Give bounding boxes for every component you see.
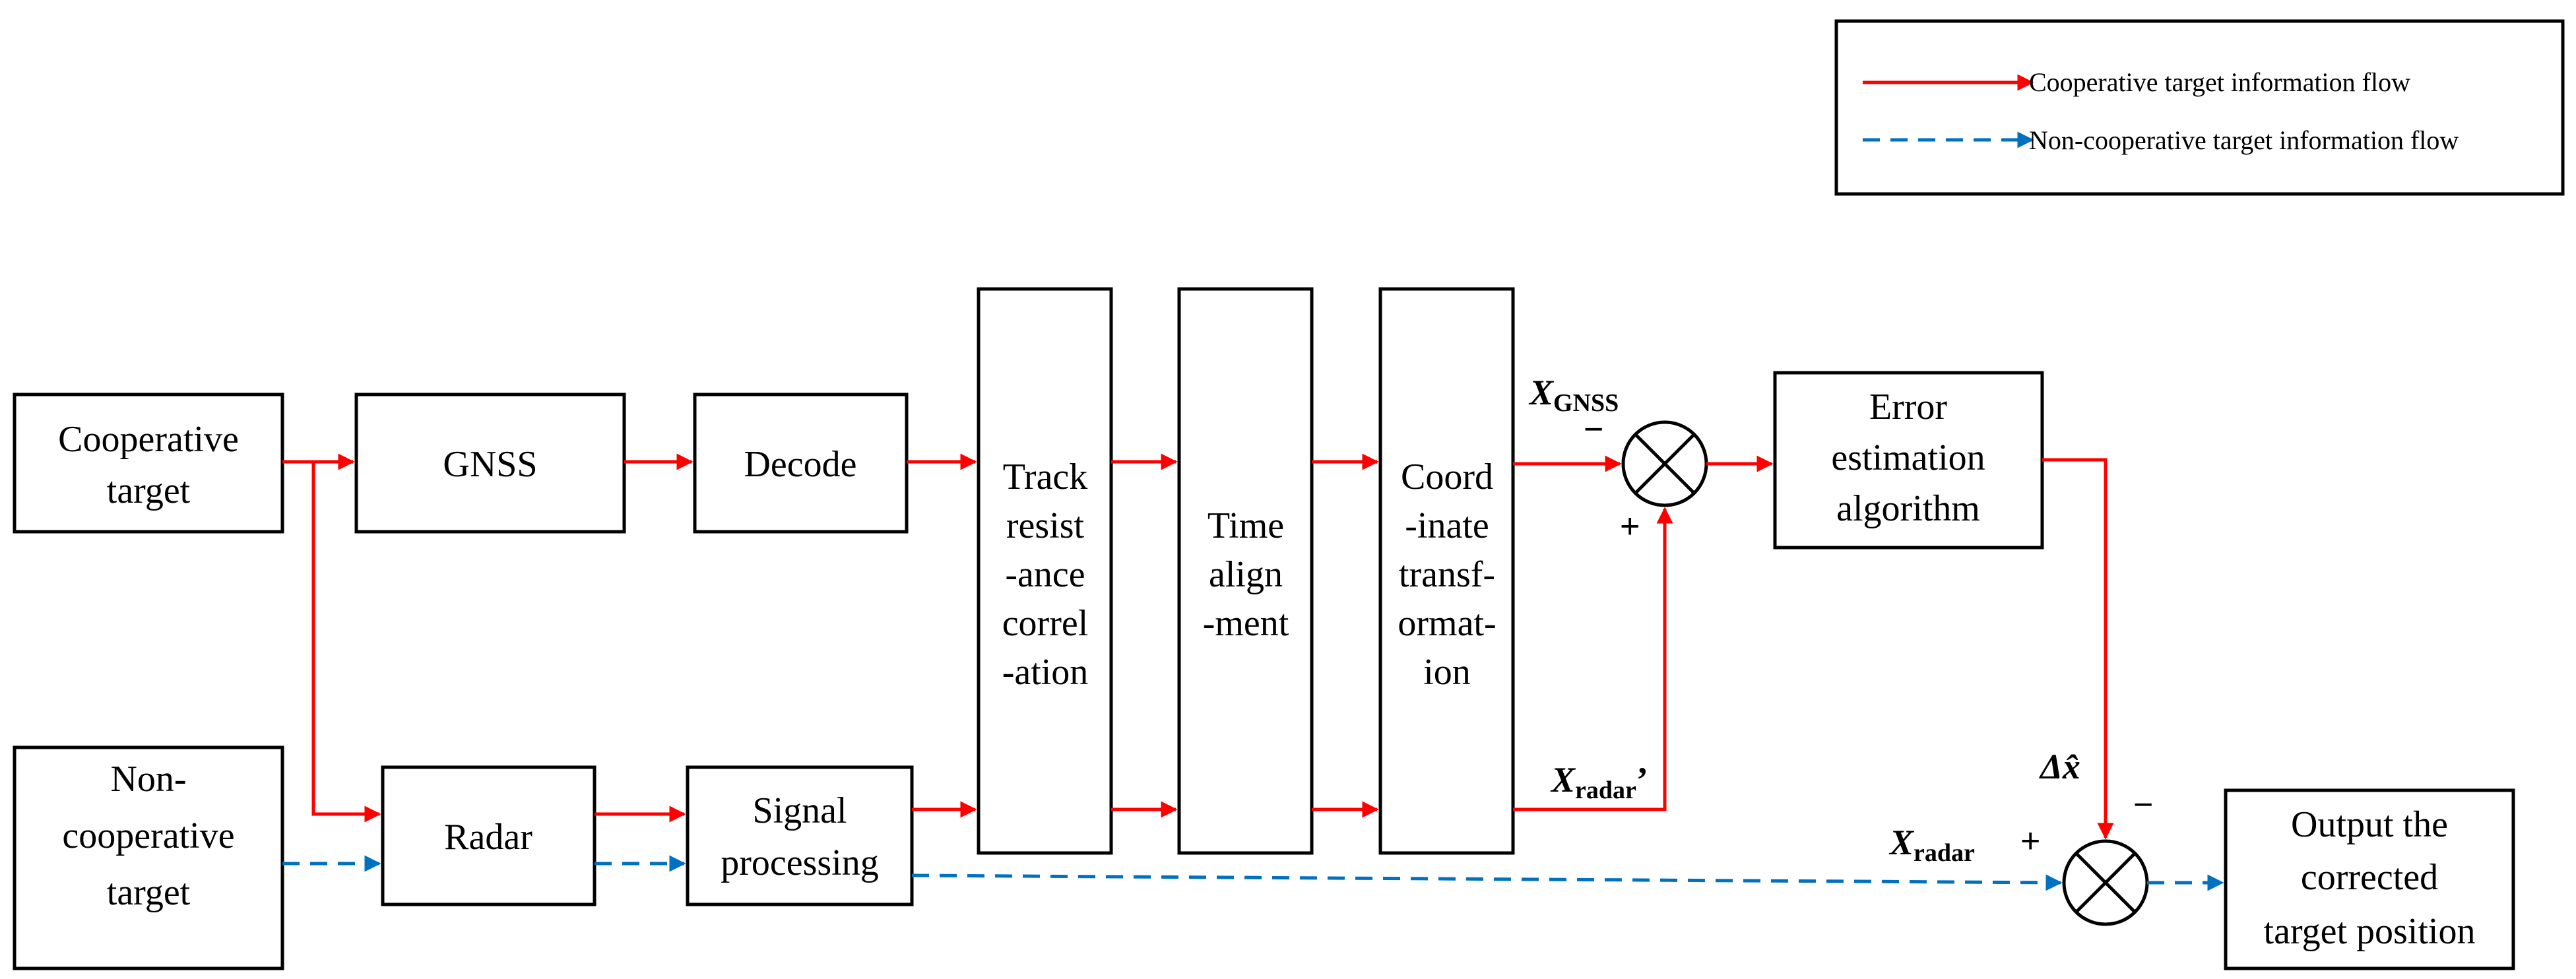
flow-signal-to-sum2 — [911, 873, 2063, 891]
sign-sum2-left: + — [2020, 822, 2040, 860]
label-x-gnss-subscript: GNSS — [1553, 389, 1619, 417]
block-coordinate-transformation-line-5: ion — [1423, 652, 1471, 693]
block-radar: Radar — [381, 765, 596, 906]
block-signal-processing-line-2: processing — [721, 842, 879, 883]
block-signal-processing-line-1: Signal — [752, 790, 847, 831]
label-x-radar-prime: Xradar’ — [1550, 760, 1648, 804]
block-error-estimation-line-2: estimation — [1831, 437, 1985, 478]
block-non-cooperative-target-line-1: Non- — [110, 759, 186, 800]
flow-coop-to-radar — [311, 462, 381, 823]
label-x-gnss-symbol: X — [1528, 373, 1555, 412]
block-output-line-3: target position — [2264, 911, 2476, 952]
flow-error-to-sum2 — [2042, 458, 2114, 840]
legend-box — [1834, 19, 2565, 196]
block-non-cooperative-target-line-3: target — [107, 872, 191, 913]
block-signal-processing: Signal processing — [686, 765, 914, 906]
block-output: Output the corrected target position — [2224, 788, 2515, 970]
block-coordinate-transformation-line-2: -inate — [1405, 505, 1489, 546]
block-non-cooperative-target-line-2: cooperative — [62, 815, 234, 856]
summing-junction-2 — [2062, 839, 2149, 926]
label-x-radar-prime-subscript: radar — [1575, 776, 1636, 804]
block-decode: Decode — [693, 393, 909, 534]
block-coordinate-transformation-line-3: transf- — [1399, 554, 1495, 595]
block-track-correlation-line-2: resist — [1006, 505, 1085, 546]
block-error-estimation-line-3: algorithm — [1836, 488, 1980, 529]
sign-sum2-top: − — [2133, 786, 2153, 824]
block-output-line-2: corrected — [2301, 857, 2438, 898]
label-delta-x-hat: Δx̂ — [2039, 747, 2080, 786]
block-track-correlation-line-4: correl — [1002, 603, 1089, 644]
block-coordinate-transformation: Coord -inate transf- ormat- ion — [1378, 287, 1515, 855]
sign-sum1-bottom: + — [1620, 507, 1640, 546]
block-non-cooperative-target: Non- cooperative target — [13, 745, 284, 970]
non-cooperative-flows — [282, 855, 2224, 891]
flow-coord-radar-to-sum1 — [1513, 507, 1673, 811]
block-cooperative-target-line-1: Cooperative — [58, 419, 239, 460]
block-decode-label: Decode — [744, 444, 856, 485]
block-track-correlation-line-1: Track — [1003, 457, 1088, 497]
sign-sum1-left: − — [1584, 410, 1603, 449]
block-cooperative-target: Cooperative target — [13, 393, 284, 534]
label-x-radar-prime-suffix: ’ — [1636, 760, 1648, 800]
legend-cooperative-text: Cooperative target information flow — [2029, 67, 2410, 97]
summing-junction-1 — [1621, 420, 1708, 507]
block-coordinate-transformation-line-1: Coord — [1401, 457, 1493, 497]
block-track-correlation-line-3: -ance — [1005, 554, 1085, 595]
block-track-correlation: Track resist -ance correl -ation — [977, 287, 1113, 855]
label-x-radar: Xradar — [1888, 823, 1975, 867]
label-x-gnss: XGNSS — [1528, 373, 1619, 417]
block-time-alignment-line-1: Time — [1208, 505, 1284, 546]
legend-non-cooperative-text: Non-cooperative target information flow — [2029, 125, 2459, 155]
cooperative-flows — [282, 453, 2114, 840]
label-x-radar-prime-symbol: X — [1550, 760, 1576, 800]
block-gnss-label: GNSS — [443, 444, 537, 485]
block-time-alignment-line-3: -ment — [1203, 603, 1289, 644]
block-cooperative-target-line-2: target — [107, 470, 191, 511]
legend: Cooperative target information flow Non-… — [1834, 19, 2565, 196]
block-error-estimation: Error estimation algorithm — [1773, 371, 2044, 550]
block-error-estimation-line-1: Error — [1869, 387, 1948, 427]
label-x-radar-subscript: radar — [1914, 839, 1975, 867]
block-time-alignment-line-2: align — [1209, 554, 1283, 595]
block-gnss: GNSS — [354, 393, 626, 534]
block-track-correlation-line-5: -ation — [1002, 652, 1089, 693]
block-output-line-1: Output the — [2291, 804, 2448, 845]
label-x-radar-symbol: X — [1888, 823, 1915, 862]
block-coordinate-transformation-line-4: ormat- — [1398, 603, 1496, 644]
block-time-alignment: Time align -ment — [1177, 287, 1314, 855]
block-radar-label: Radar — [444, 817, 532, 858]
